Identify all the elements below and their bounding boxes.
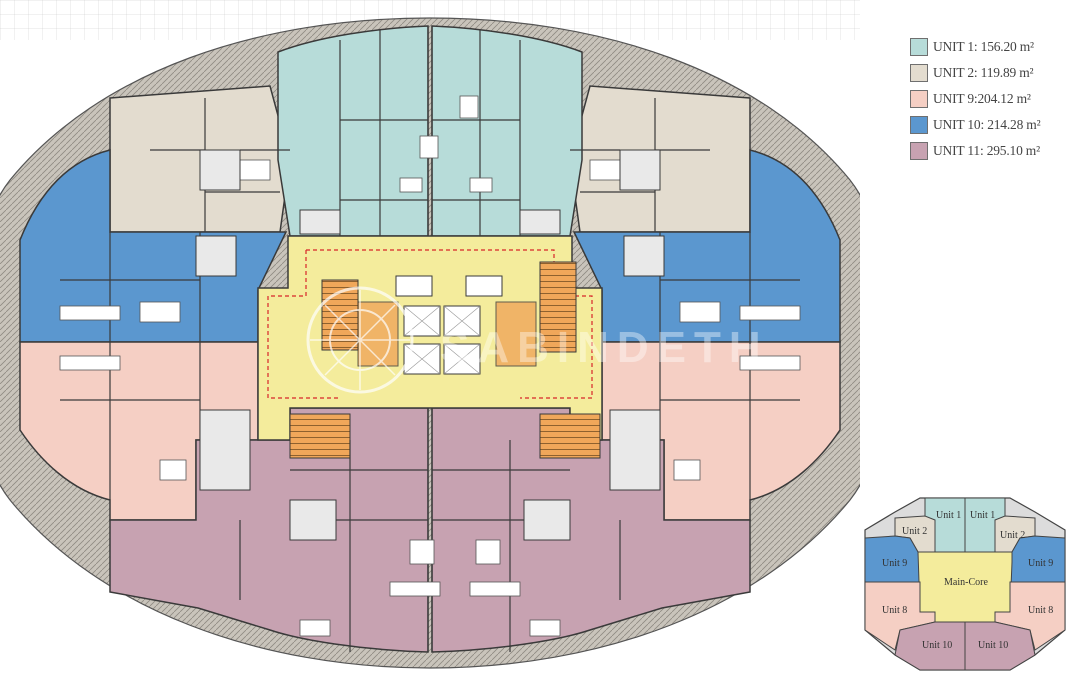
stair-right-upper [539,261,577,353]
stair-right-lower [539,413,601,459]
legend-label-unit-1: UNIT 1: 156.20 m² [933,39,1034,54]
key-label-unit-10-left: Unit 10 [922,640,952,651]
wet-areas [195,149,665,541]
key-label-unit-1-right: Unit 1 [970,510,995,521]
legend-swatch-unit-11 [910,142,928,160]
legend-label-unit-11: UNIT 11: 295.10 m² [933,143,1040,158]
legend-item-unit-11: UNIT 11: 295.10 m² [910,138,1075,164]
legend-label-unit-9: UNIT 9:204.12 m² [933,91,1031,106]
key-label-unit-9-right: Unit 9 [1028,558,1053,569]
key-label-unit-8-right: Unit 8 [1028,605,1053,616]
legend-item-unit-10: UNIT 10: 214.28 m² [910,112,1075,138]
fire-escape-route [267,249,593,399]
unit-10-left [19,149,288,343]
key-label-unit-2-right: Unit 2 [1000,530,1025,541]
key-plan: Unit 1 Unit 1 Unit 2 Unit 2 Unit 9 Unit … [864,497,1066,671]
unit-1-right [431,25,583,237]
key-unit-10-right [964,621,1036,671]
key-label-unit-1-left: Unit 1 [936,510,961,521]
legend-swatch-unit-10 [910,116,928,134]
legend-swatch-unit-9 [910,90,928,108]
legend-item-unit-2: UNIT 2: 119.89 m² [910,60,1075,86]
key-label-unit-10-right: Unit 10 [978,640,1008,651]
furniture [59,95,801,637]
svg-text:SABINDETH: SABINDETH [440,323,769,372]
legend-label-unit-10: UNIT 10: 214.28 m² [933,117,1041,132]
legend-item-unit-1: UNIT 1: 156.20 m² [910,34,1075,60]
lobby-right [495,301,537,367]
key-label-main-core: Main-Core [944,577,988,588]
unit-10-right [572,149,841,343]
watermark: SABINDETH [306,286,769,394]
elevator-shafts [395,275,503,375]
unit-area-legend: UNIT 1: 156.20 m² UNIT 2: 119.89 m² UNIT… [910,34,1075,164]
legend-swatch-unit-1 [910,38,928,56]
floor-plan: SABINDETH [0,0,860,669]
legend-label-unit-2: UNIT 2: 119.89 m² [933,65,1034,80]
lobby-left [357,301,399,367]
stair-left-lower [289,413,351,459]
key-label-unit-2-left: Unit 2 [902,526,927,537]
key-label-unit-9-left: Unit 9 [882,558,907,569]
key-label-unit-8-left: Unit 8 [882,605,907,616]
legend-swatch-unit-2 [910,64,928,82]
unit-1-left [277,25,429,237]
legend-item-unit-9: UNIT 9:204.12 m² [910,86,1075,112]
